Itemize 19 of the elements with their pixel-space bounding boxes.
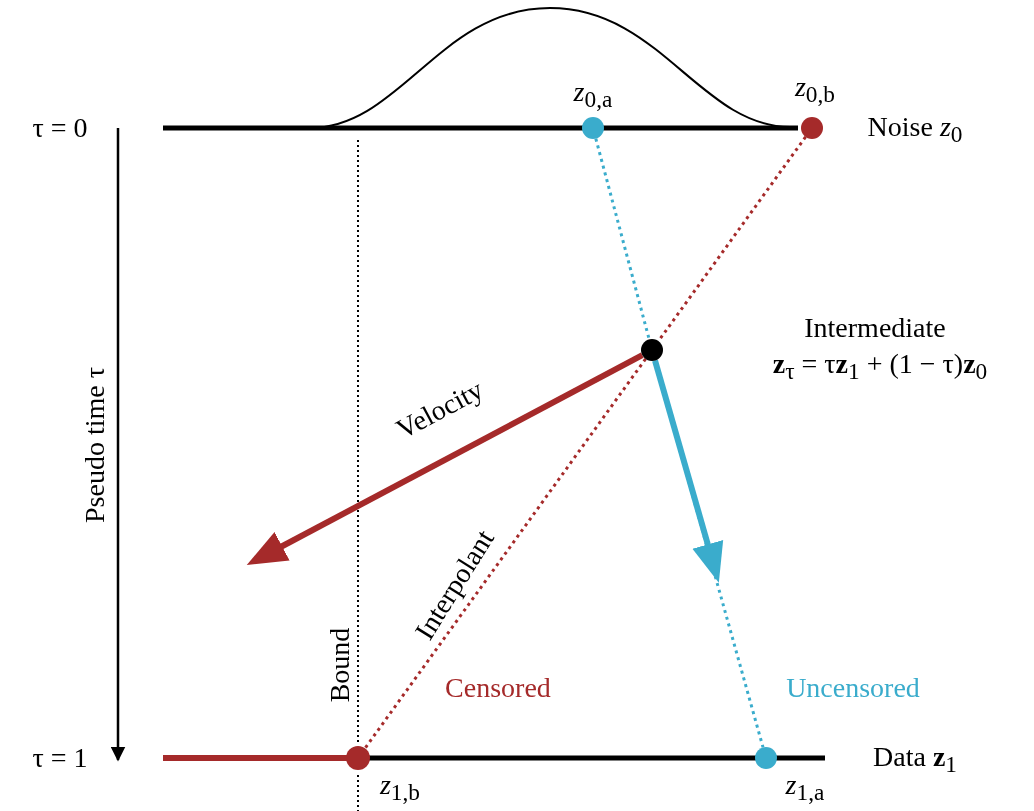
axis-label: Pseudo time τ	[79, 367, 111, 523]
point-marker	[641, 339, 663, 361]
point-label: z$_{0,a}$	[573, 76, 613, 114]
axis-label: Noise z$_{0}$	[867, 111, 963, 149]
point-label: Intermediate	[804, 312, 946, 344]
axis-label: τ = 1	[32, 742, 88, 774]
formula-label: z$_{τ}$ = τz$_{1}$ + (1 − τ)z$_{0}$	[772, 348, 988, 386]
axis-label: τ = 0	[32, 112, 88, 144]
bound-label: Bound	[324, 627, 356, 703]
point-label: z$_{0,b}$	[794, 71, 836, 109]
point-marker	[755, 747, 777, 769]
point-marker	[582, 117, 604, 139]
point-marker	[801, 117, 823, 139]
axis-label: Data z$_{1}$	[873, 741, 957, 779]
point-label: z$_{1,a}$	[785, 769, 825, 807]
region-label: Uncensored	[786, 672, 920, 704]
point-marker	[346, 746, 370, 770]
point-label: z$_{1,b}$	[379, 769, 421, 807]
region-label: Censored	[445, 672, 551, 704]
